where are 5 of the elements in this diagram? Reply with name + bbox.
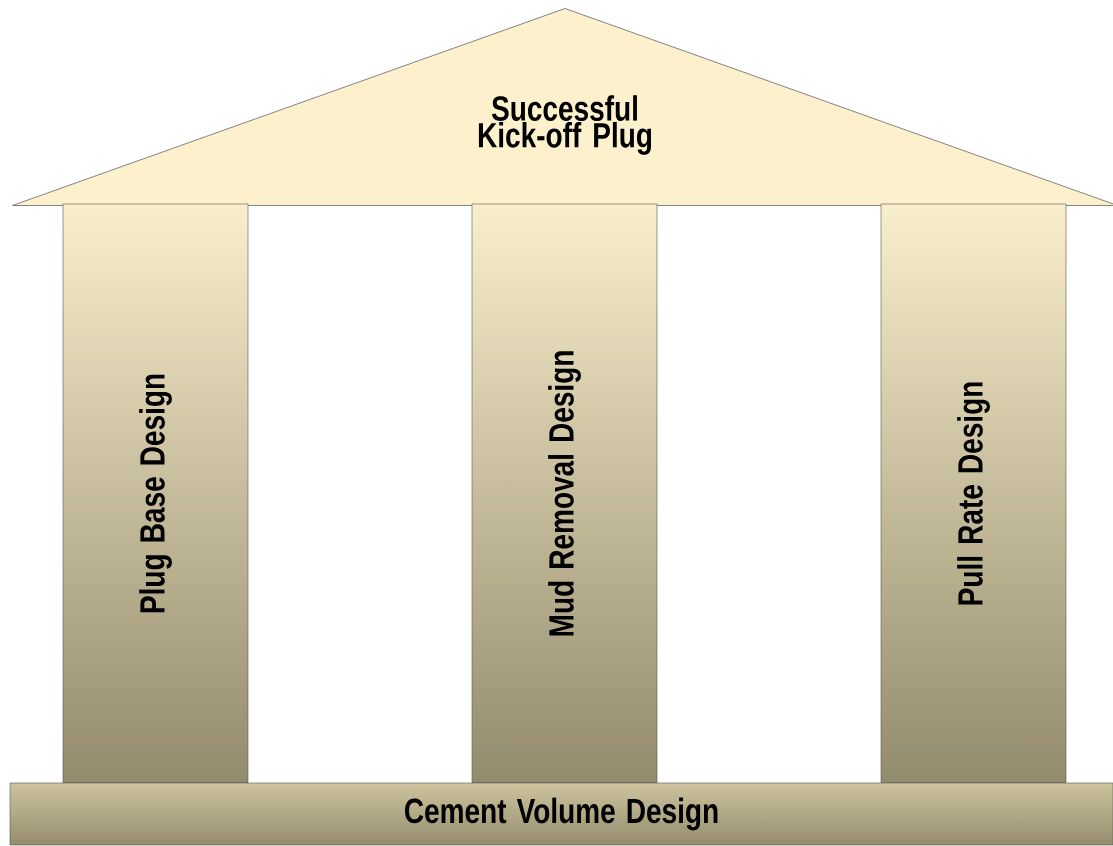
pillar-box: Plug Base Design <box>62 203 249 784</box>
pillar-box: Pull Rate Design <box>880 203 1067 784</box>
pillar-box: Mud Removal Design <box>471 203 658 784</box>
roof-triangle: Successful Kick-off Plug <box>12 8 1113 206</box>
base-bar: Cement Volume Design <box>9 782 1113 846</box>
